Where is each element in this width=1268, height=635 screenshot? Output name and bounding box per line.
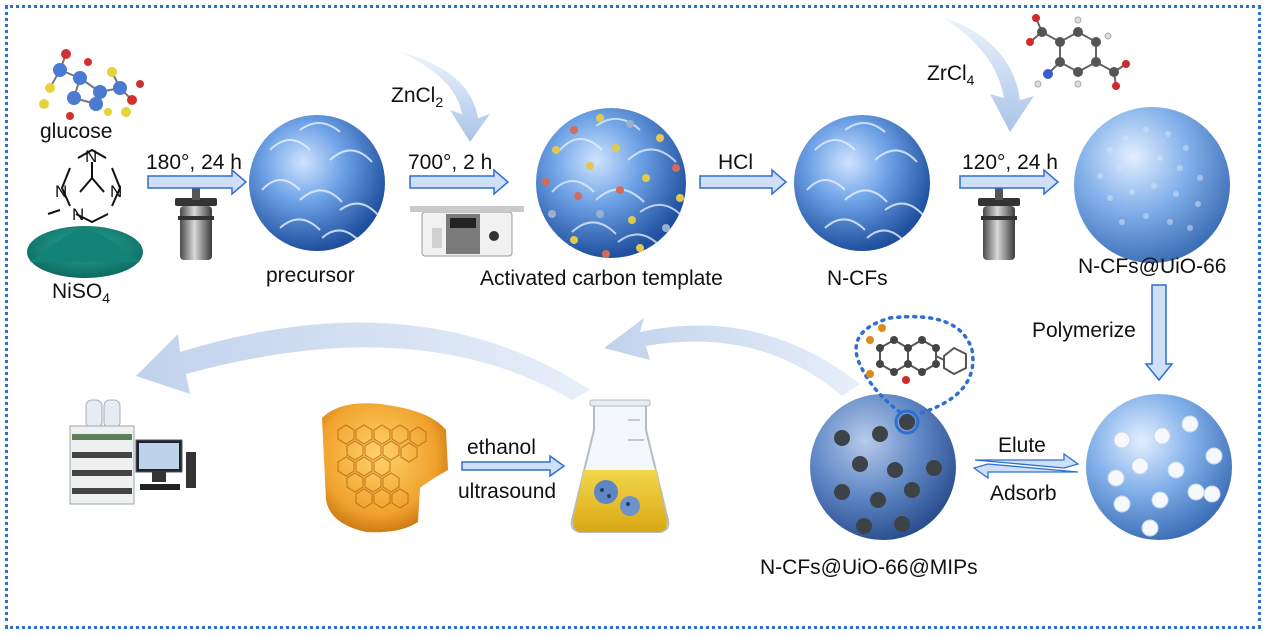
zncl2-curved-arrow — [400, 52, 490, 142]
uio66-surface-texture — [1097, 127, 1203, 231]
adsorb-label: Adsorb — [990, 482, 1057, 505]
autoclave-icon-2 — [978, 186, 1020, 260]
step3-arrow — [699, 168, 788, 196]
elute-label: Elute — [998, 434, 1046, 457]
aminoterephthalic-acid-molecule-icon — [1026, 14, 1130, 90]
svg-text:N: N — [72, 205, 84, 224]
carbon-template-label: Activated carbon template — [480, 267, 723, 290]
adsorb-arrow — [972, 463, 1079, 480]
ultrasound-label: ultrasound — [458, 480, 557, 503]
analyte-molecule-icon — [866, 324, 967, 384]
mip-imprinted-sphere — [810, 394, 956, 540]
erlenmeyer-flask-icon — [570, 399, 670, 533]
ncfs-uio66-label: N-CFs@UiO-66 — [1078, 255, 1227, 278]
svg-text:N: N — [55, 182, 67, 201]
ncfs-petals — [806, 122, 924, 241]
extraction-arrow — [461, 454, 566, 478]
tube-furnace-icon — [410, 206, 524, 257]
polymerize-arrow — [1144, 284, 1174, 382]
hcl-label: HCl — [718, 151, 753, 174]
zrcl4-label: ZrCl4 — [927, 62, 975, 88]
step4-condition-label: 120°, 24 h — [962, 151, 1058, 174]
hplc-instrument-icon — [69, 399, 196, 505]
nickel-sulfate-label: NiSO4 — [52, 280, 110, 306]
diagram-frame — [5, 5, 1261, 629]
highlight-site-ring — [894, 409, 920, 435]
honeycomb-sample-icon — [322, 403, 448, 533]
ncfs-sphere — [794, 115, 930, 251]
svg-text:N: N — [85, 147, 97, 166]
svg-text:N: N — [110, 182, 122, 201]
step4-arrow — [959, 168, 1060, 196]
template-dopant-dots — [542, 114, 684, 258]
mip-label: N-CFs@UiO-66@MIPs — [760, 556, 978, 579]
elute-arrow — [974, 452, 1080, 469]
glucose-label: glucose — [40, 120, 113, 143]
step2-arrow — [409, 168, 510, 196]
powder-heap — [30, 228, 140, 262]
hexamethylenetetramine-structure — [47, 148, 122, 224]
zncl2-label: ZnCl2 — [391, 84, 444, 110]
ethanol-label: ethanol — [467, 436, 536, 459]
step1-arrow — [147, 168, 248, 196]
carbon-template-sphere — [536, 108, 686, 258]
zrcl4-curved-arrow — [940, 16, 1034, 132]
eluted-mip-sphere — [1086, 394, 1232, 540]
return-arrow-to-instrument — [136, 322, 590, 400]
precursor-sphere — [249, 115, 385, 251]
autoclave-icon — [175, 186, 217, 260]
zoom-callout-outline — [854, 314, 975, 416]
hexamine-atoms: NN NN — [55, 147, 122, 224]
precursor-label: precursor — [266, 264, 355, 287]
return-arrow-to-flask — [604, 318, 860, 396]
empty-cavities — [1107, 415, 1223, 537]
precursor-petals — [261, 122, 379, 241]
glucose-molecule-icon — [39, 49, 144, 120]
step1-condition-label: 180°, 24 h — [146, 151, 242, 174]
polymerize-label: Polymerize — [1032, 319, 1136, 342]
template-molecule-sites — [834, 414, 942, 534]
ncfs-label: N-CFs — [827, 267, 888, 290]
step2-condition-label: 700°, 2 h — [408, 151, 493, 174]
